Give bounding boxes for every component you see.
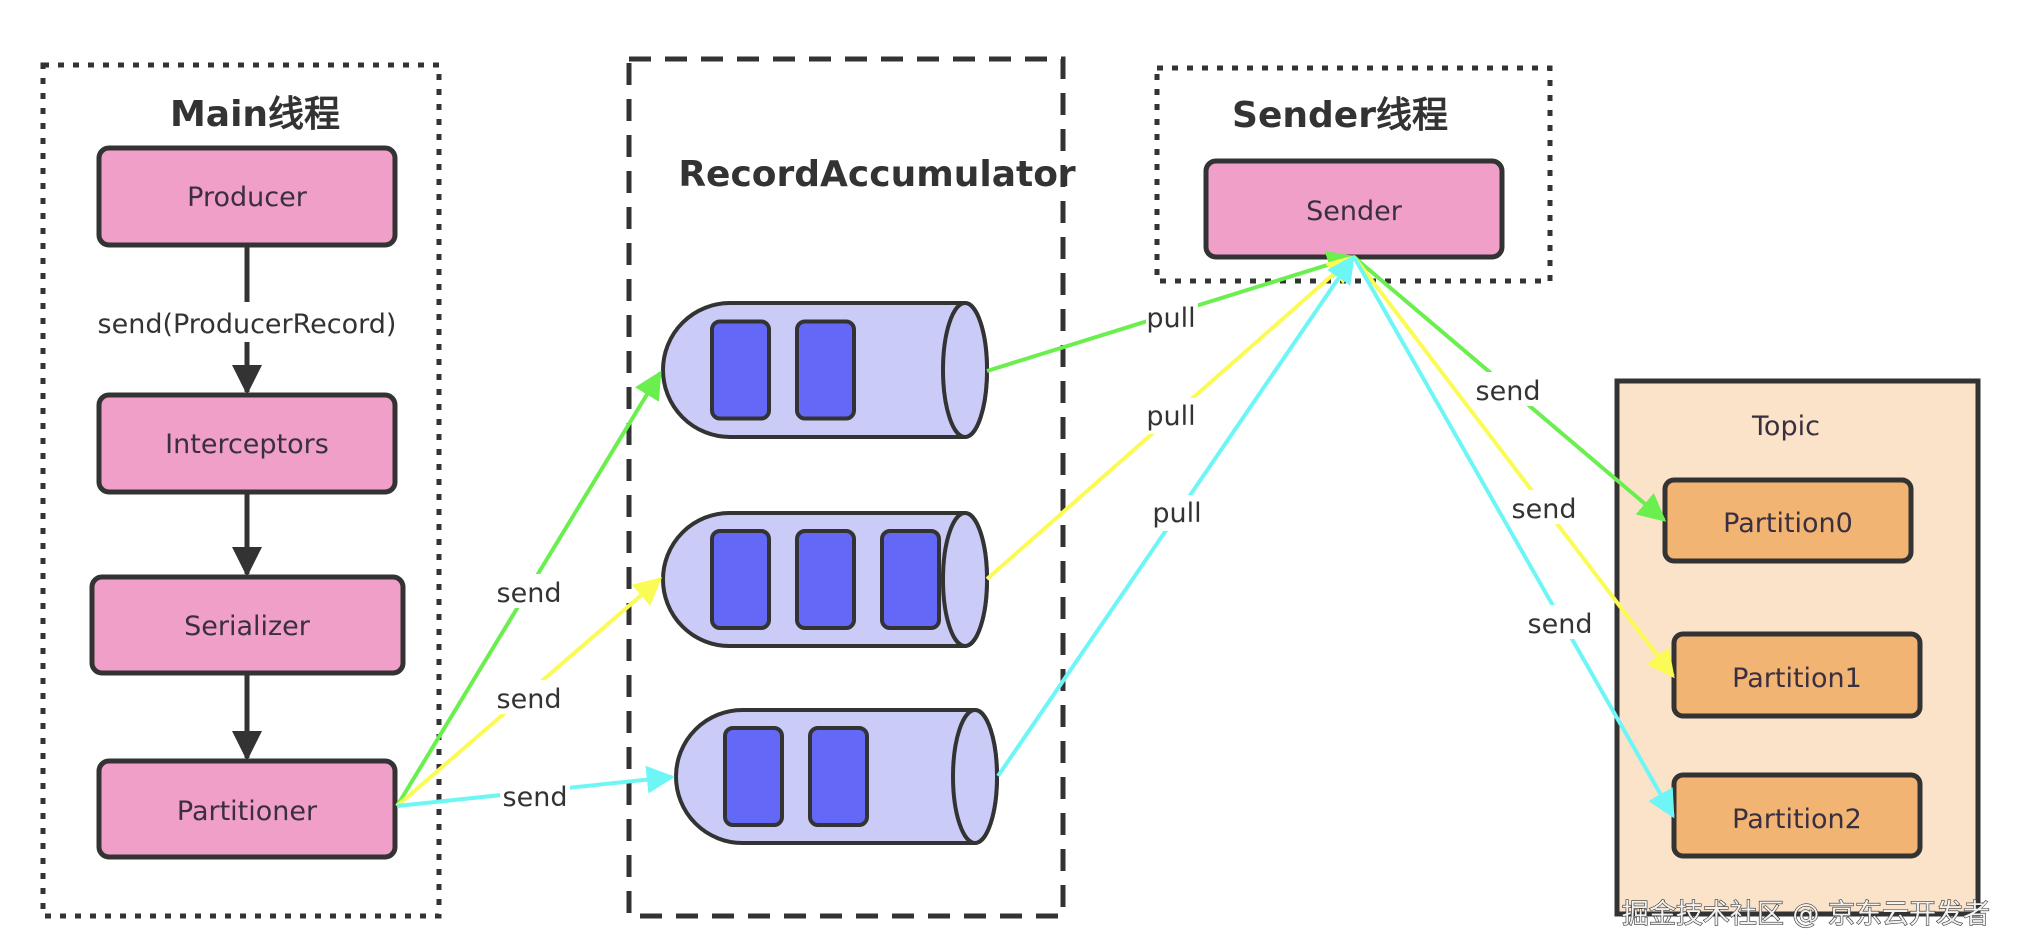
edges-sender-to-partitions: send send send — [1352, 255, 1675, 819]
record-accumulator-group: RecordAccumulator — [626, 56, 1076, 919]
send-producer-record-label: send(ProducerRecord) — [98, 309, 397, 340]
queue-2 — [674, 708, 999, 845]
sender-node[interactable]: Sender — [1203, 158, 1505, 260]
sender-label: Sender — [1306, 196, 1403, 227]
interceptors-node[interactable]: Interceptors — [96, 392, 398, 495]
topic-group: Topic Partition0 Partition1 Partition2 — [1614, 378, 1981, 917]
edge-sender-partition2 — [1352, 256, 1675, 819]
main-thread-title: Main线程 — [170, 94, 340, 135]
partition0-node[interactable]: Partition0 — [1662, 477, 1914, 564]
partition1-label: Partition1 — [1732, 663, 1862, 694]
serializer-label: Serializer — [184, 611, 311, 642]
queue-1 — [661, 511, 989, 648]
queue-end-cap — [941, 301, 989, 439]
record-batch — [795, 319, 856, 421]
queue-end-cap — [951, 708, 999, 845]
sender-thread-title: Sender线程 — [1232, 95, 1448, 136]
record-batch — [795, 529, 856, 630]
queue-0 — [661, 301, 989, 439]
partition1-node[interactable]: Partition1 — [1671, 631, 1923, 719]
edge-label-send-partition1: send — [1512, 494, 1577, 525]
record-batch — [880, 529, 941, 630]
partitioner-label: Partitioner — [177, 796, 318, 827]
partition2-node[interactable]: Partition2 — [1671, 772, 1923, 859]
edge-label-send-queue1: send — [497, 684, 562, 715]
record-batch — [710, 529, 771, 630]
queue-list — [661, 301, 999, 845]
edge-label-send-queue2: send — [503, 782, 568, 813]
edge-label-pull-queue1: pull — [1146, 401, 1195, 432]
record-accumulator-container — [626, 56, 1066, 919]
edge-label-send-partition0: send — [1476, 376, 1541, 407]
partition2-label: Partition2 — [1732, 804, 1862, 835]
record-accumulator-title: RecordAccumulator — [678, 154, 1076, 195]
edges-queues-to-sender: pull pull pull — [985, 251, 1356, 778]
record-batch — [808, 726, 869, 827]
record-batch — [723, 726, 784, 827]
queue-end-cap — [941, 511, 989, 648]
edge-label-send-queue0: send — [497, 578, 562, 609]
producer-label: Producer — [187, 182, 308, 213]
partitioner-node[interactable]: Partitioner — [96, 758, 398, 860]
main-thread-container — [40, 62, 442, 919]
watermark-text: 掘金技术社区 @ 京东云开发者 — [1622, 899, 1990, 930]
topic-title: Topic — [1751, 411, 1820, 442]
interceptors-label: Interceptors — [165, 429, 329, 460]
edge-label-pull-queue0: pull — [1146, 303, 1195, 334]
edges-partitioner-to-queues: send send send — [395, 370, 675, 813]
record-batch — [710, 319, 771, 421]
sender-thread-container — [1154, 65, 1553, 284]
edge-sender-partition1 — [1352, 255, 1675, 679]
main-thread-group: Main线程 Producer send(ProducerRecord) Int… — [40, 62, 442, 919]
serializer-node[interactable]: Serializer — [89, 574, 406, 676]
edge-label-send-partition2: send — [1528, 609, 1593, 640]
edge-label-pull-queue2: pull — [1152, 498, 1201, 529]
producer-node[interactable]: Producer — [96, 145, 398, 248]
partition0-label: Partition0 — [1723, 508, 1853, 539]
sender-thread-group: Sender线程 Sender — [1154, 65, 1553, 284]
